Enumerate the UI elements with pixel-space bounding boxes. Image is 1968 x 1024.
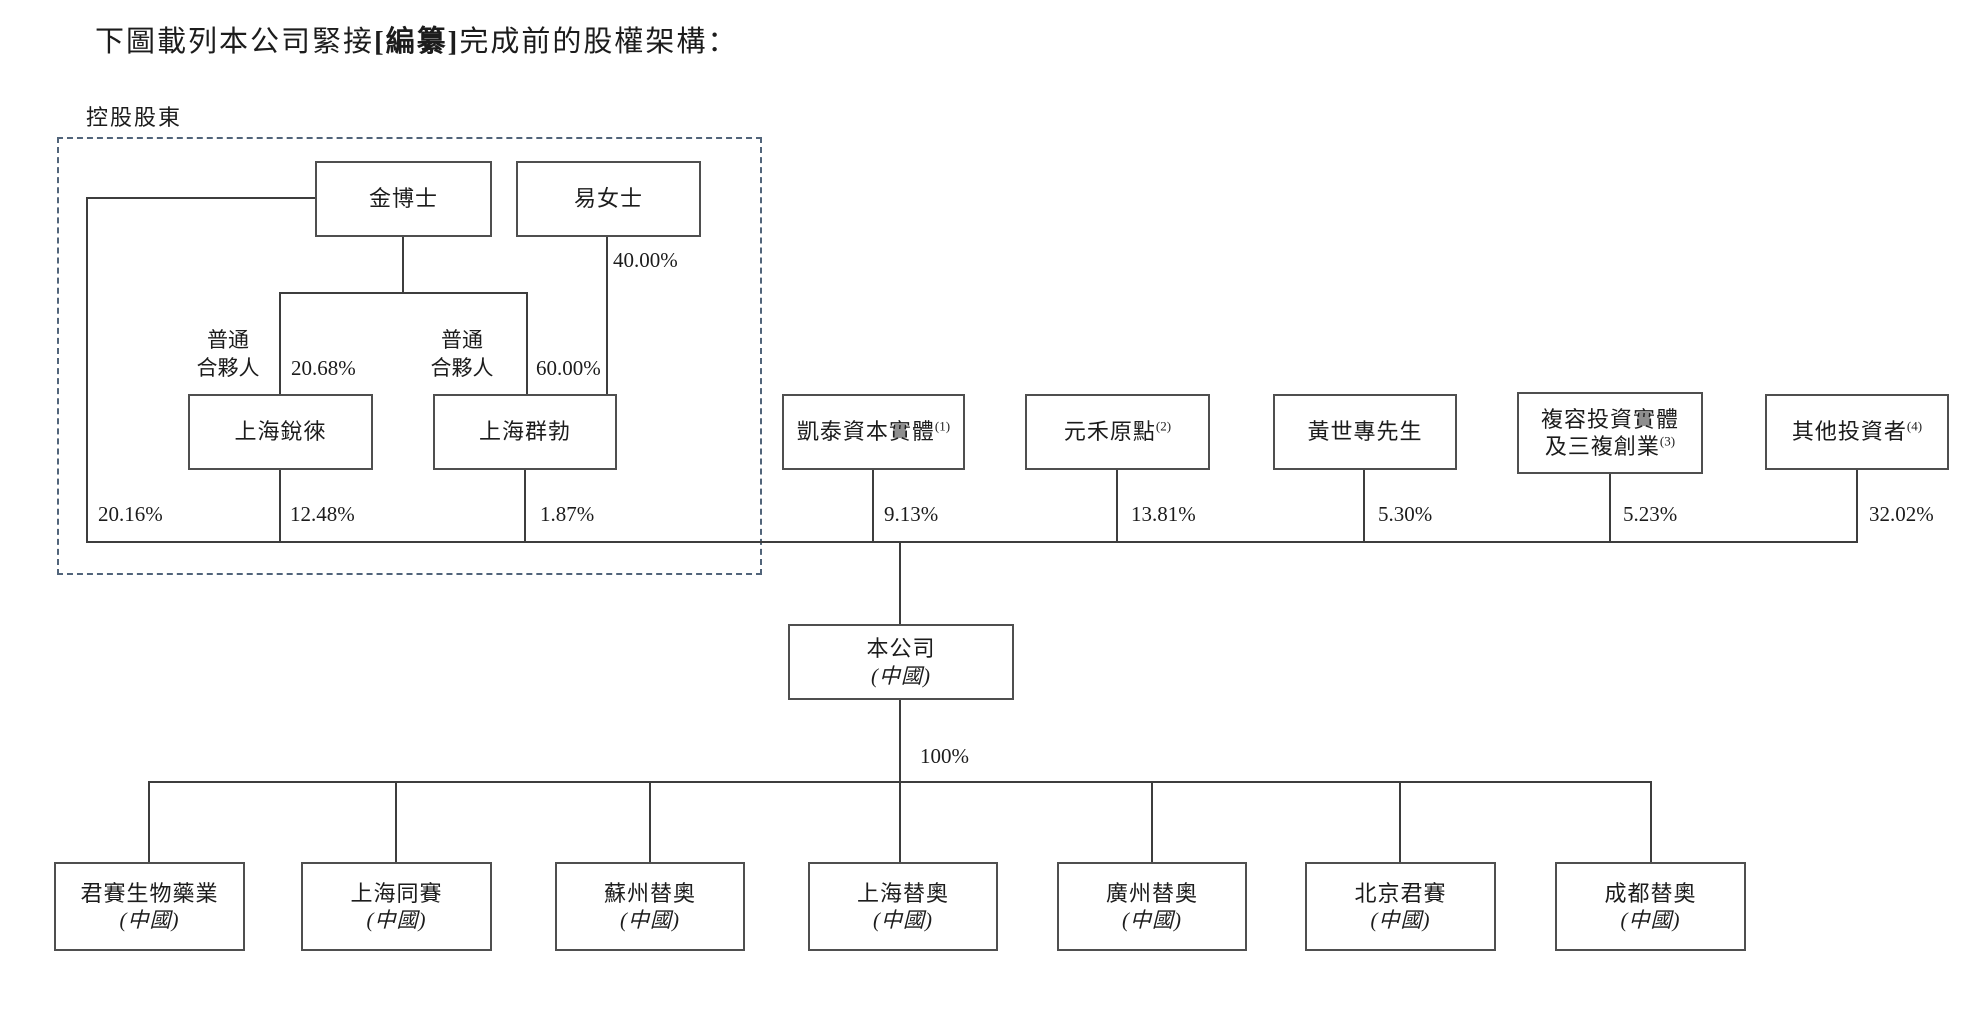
connector-sub7-riser [1650,781,1652,862]
entity-name-line1: 複容投資實體 [1540,406,1679,432]
entity-box-junsai-biopharma: 君賽生物藥業 (中國) [54,862,245,951]
connector-yuanhe-down-vertical [1116,470,1118,543]
connector-gp-to-qunbo-vertical [526,292,528,396]
connector-sub2-riser [395,781,397,862]
connector-company-down-vertical [899,700,901,783]
pct-label-jin-direct: 20.16% [98,502,163,526]
entity-jurisdiction: (中國) [366,908,427,933]
pct-label-yuanhe-company: 13.81% [1131,502,1196,526]
entity-name-line2: 及三複創業(3) [1544,433,1676,459]
pct-label-other-company: 32.02% [1869,502,1934,526]
entity-jurisdiction: (中國) [620,908,680,933]
pct-label-huang-company: 5.30% [1378,502,1433,526]
entity-name: 其他投資者(4) [1791,418,1923,445]
entity-box-company: 本公司 (中國) [788,624,1014,700]
connector-furong-down-vertical [1609,474,1611,543]
page-title: 下圖載列本公司緊接[編纂]完成前的股權架構： [95,18,738,60]
connector-jin-bottom-vertical [402,237,404,294]
connector-jin-left-horizontal [86,197,315,199]
entity-box-shanghai-tiao: 上海替奧 (中國) [808,862,998,951]
entity-jurisdiction: (中國) [1370,908,1431,933]
entity-jurisdiction: (中國) [1122,908,1182,933]
entity-name: 成都替奧 [1604,880,1697,906]
entity-name: 易女士 [573,186,643,212]
pct-label-jin-qunbo-gp: 60.00% [536,356,601,380]
entity-name: 元禾原點(2) [1063,418,1172,445]
entity-name: 君賽生物藥業 [80,880,219,906]
entity-name: 上海同賽 [350,880,443,906]
entity-box-other-investors: 其他投資者(4) [1765,394,1949,470]
title-pre: 下圖載列本公司緊接 [95,26,375,58]
entity-name: 上海銳徠 [234,419,327,445]
gp-label-qunbo: 普通 合夥人 [430,328,494,381]
connector-shareholder-bus-horizontal [86,541,1858,543]
entity-name: 凱泰資本實體(1) [796,418,951,445]
entity-name: 金博士 [368,186,438,212]
connector-jin-direct-vertical [86,197,88,543]
title-redacted: [編纂] [374,26,460,58]
footnote-marker-2: (2) [1155,418,1172,434]
entity-box-mr-huang: 黃世專先生 [1273,394,1457,470]
entity-jurisdiction: (中國) [1620,908,1681,933]
entity-name: 上海替奧 [856,880,949,906]
entity-box-guangzhou-tiao: 廣州替奧 (中國) [1057,862,1247,951]
connector-sub5-riser [1151,781,1153,862]
entity-box-kaitai-capital: 凱泰資本實體(1) [782,394,965,470]
entity-jurisdiction: (中國) [873,908,933,933]
connector-kaitai-down-vertical [872,470,874,543]
pct-label-ruilai-company: 12.48% [290,502,355,526]
connector-sub1-riser [148,781,150,862]
entity-box-shanghai-ruilai: 上海銳徠 [188,394,373,470]
entity-name: 黃世專先生 [1307,419,1423,445]
connector-huang-down-vertical [1363,470,1365,543]
controlling-shareholders-group-box [57,137,762,575]
footnote-marker-1: (1) [934,418,951,434]
entity-box-beijing-junsai: 北京君賽 (中國) [1305,862,1496,951]
entity-box-yuanhe-origin: 元禾原點(2) [1025,394,1210,470]
entity-box-ms-yi: 易女士 [516,161,701,237]
entity-box-furong-sanfu: 複容投資實體 及三複創業(3) [1517,392,1703,474]
connector-bus-to-company-vertical [899,541,901,624]
entity-box-shanghai-tongsai: 上海同賽 (中國) [301,862,492,951]
entity-box-chengdu-tiao: 成都替奧 (中國) [1555,862,1746,951]
connector-other-down-vertical [1856,470,1858,543]
connector-gp-to-ruilai-vertical [279,292,281,396]
footnote-marker-3: (3) [1659,433,1676,449]
connector-gp-split-horizontal [279,292,528,294]
pct-label-furong-company: 5.23% [1623,502,1678,526]
pct-label-jin-ruilai-gp: 20.68% [291,356,356,380]
pct-label-company-subs: 100% [920,744,969,768]
pct-label-kaitai-company: 9.13% [884,502,939,526]
entity-name: 蘇州替奧 [603,880,696,906]
entity-name: 上海群勃 [478,419,571,445]
entity-jurisdiction: (中國) [119,908,180,933]
controlling-shareholders-label: 控股股東 [86,105,183,130]
entity-name: 北京君賽 [1354,880,1447,906]
entity-box-shanghai-qunbo: 上海群勃 [433,394,617,470]
entity-box-dr-jin: 金博士 [315,161,492,237]
gp-label-ruilai: 普通 合夥人 [196,328,260,381]
footnote-marker-4: (4) [1906,418,1923,434]
pct-label-yi-qunbo: 40.00% [613,248,678,272]
connector-sub4-riser [899,781,901,862]
entity-name: 本公司 [866,636,936,662]
entity-jurisdiction: (中國) [871,663,931,688]
entity-box-suzhou-tiao: 蘇州替奧 (中國) [555,862,745,951]
connector-yi-to-qunbo-vertical [606,237,608,396]
connector-sub3-riser [649,781,651,862]
pct-label-qunbo-company: 1.87% [540,502,595,526]
connector-qunbo-down-vertical [524,470,526,543]
connector-sub6-riser [1399,781,1401,862]
title-post: 完成前的股權架構： [459,26,739,58]
entity-name: 廣州替奧 [1105,880,1198,906]
connector-ruilai-down-vertical [279,470,281,543]
